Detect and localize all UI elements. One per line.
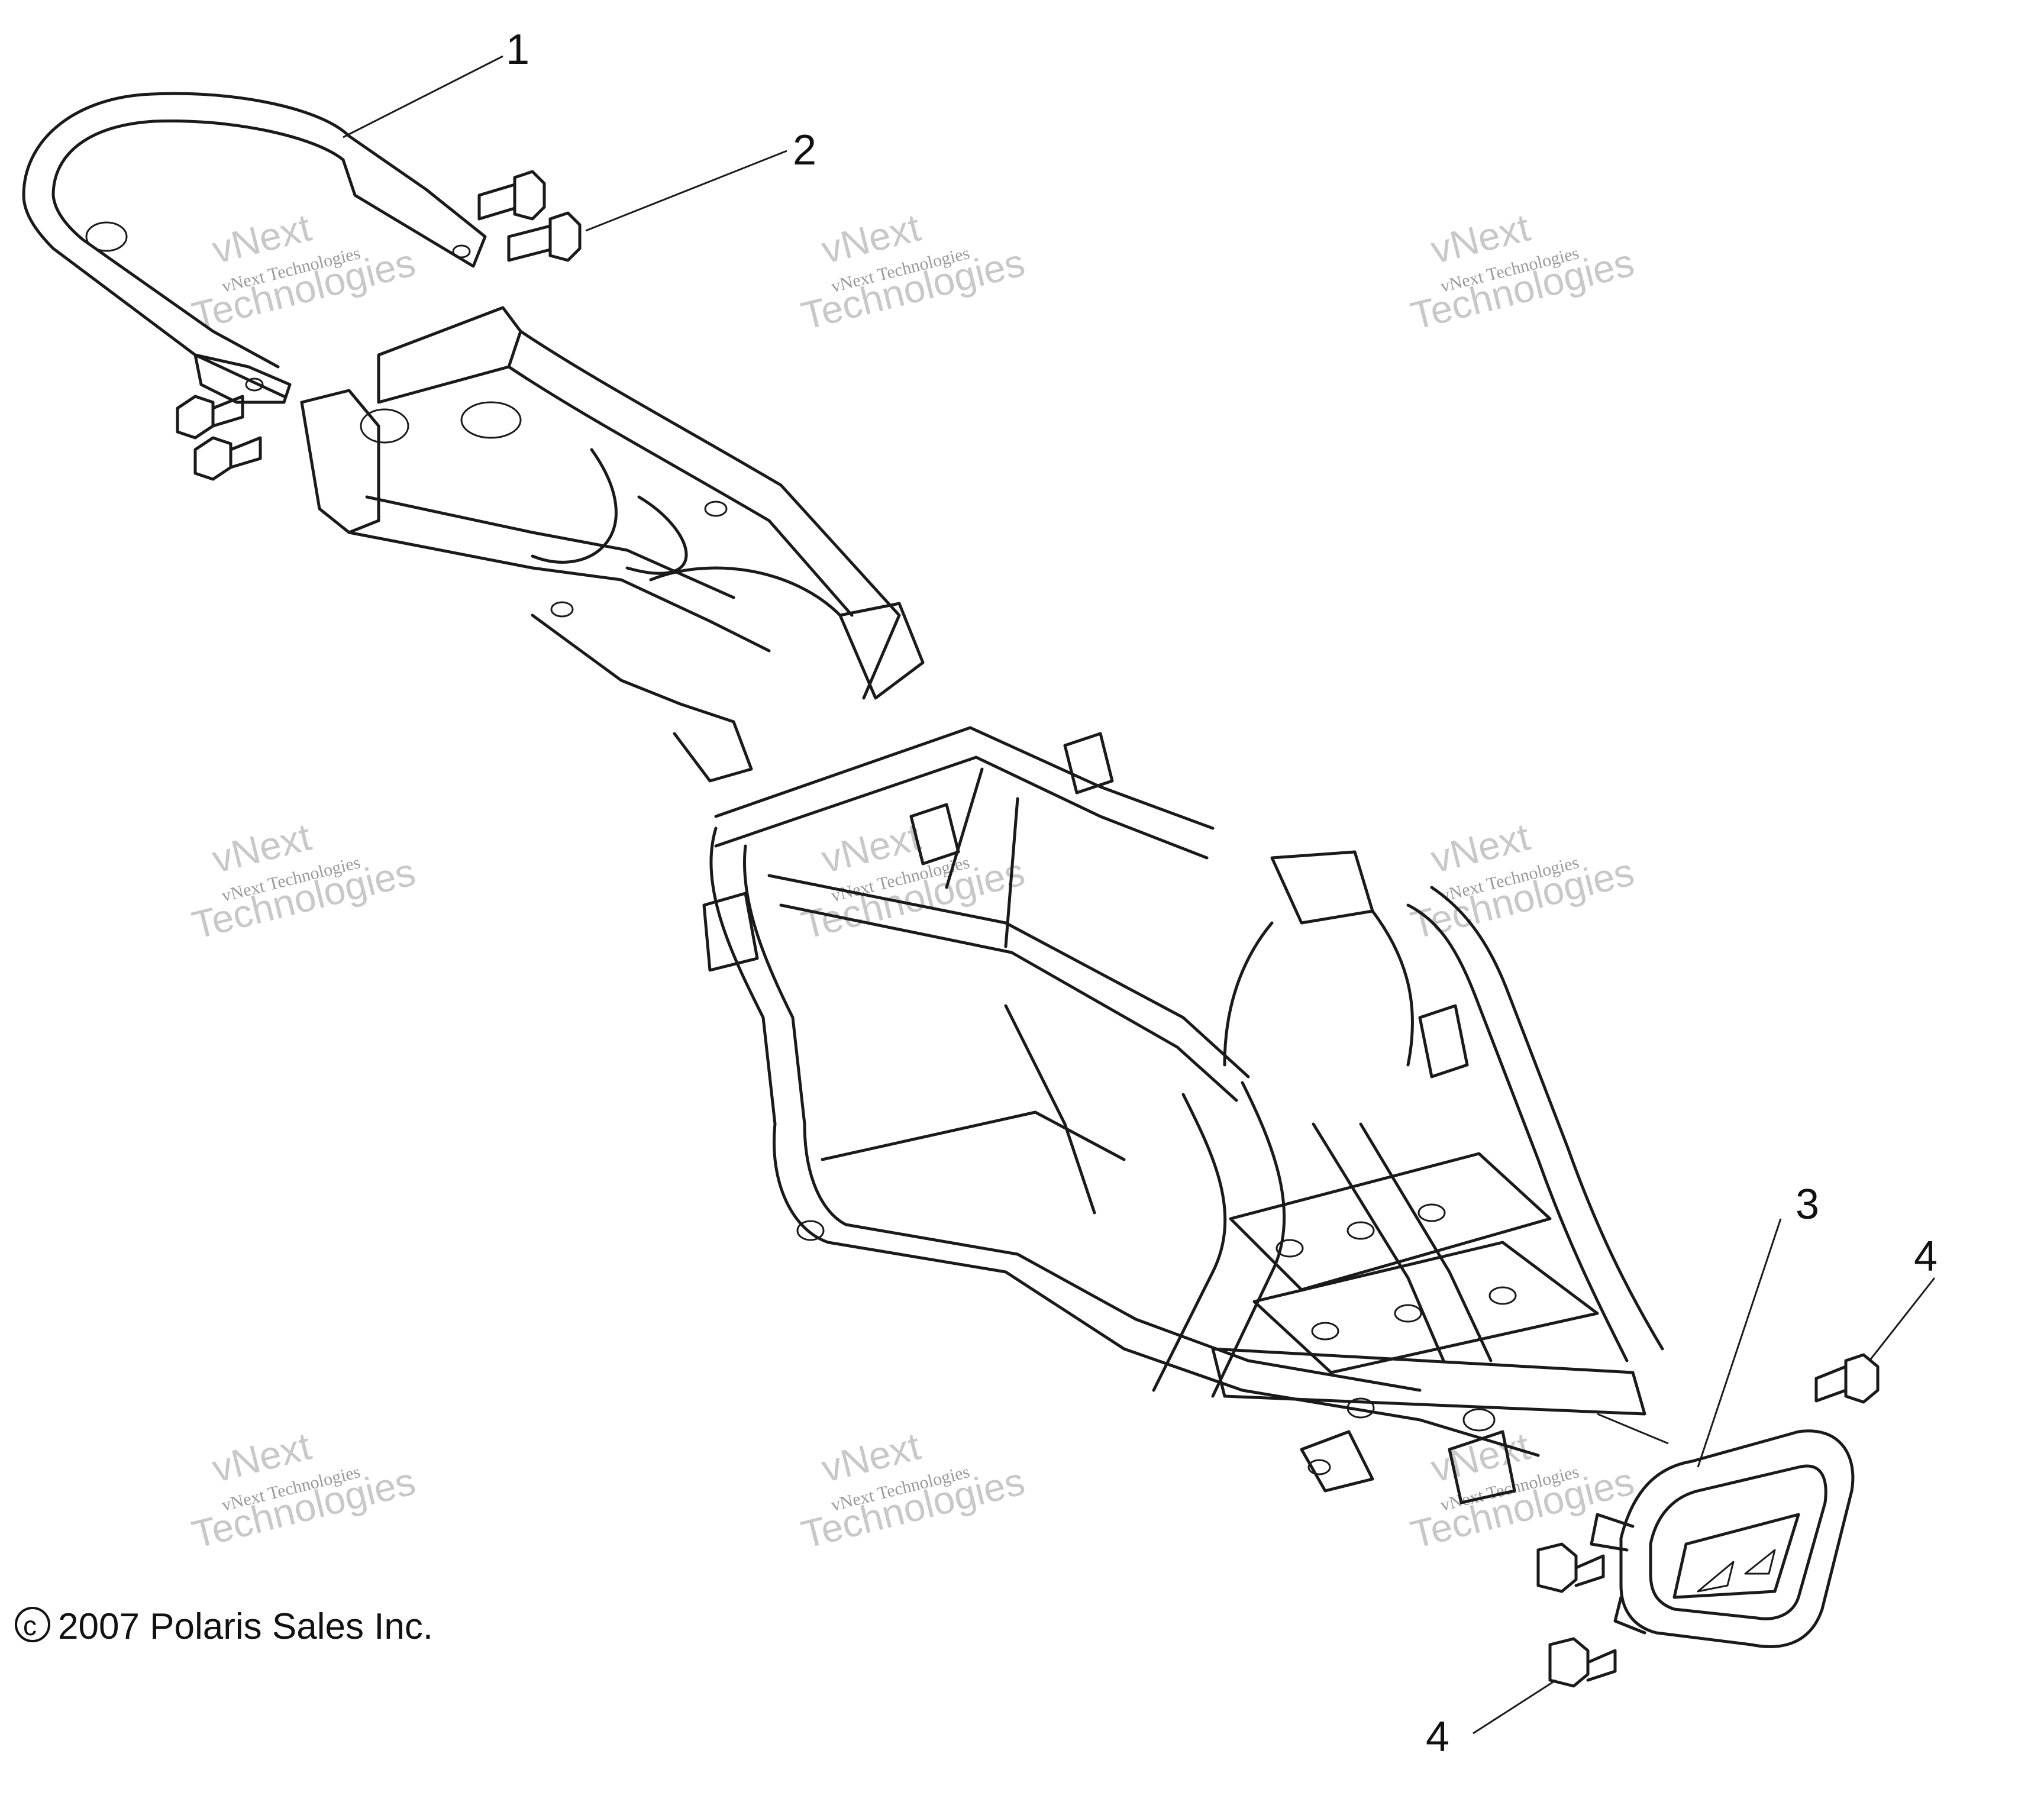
watermark-layer: vNext vNext Technologies Technologies vN… bbox=[188, 205, 1638, 1557]
copyright: c 2007 Polaris Sales Inc. bbox=[15, 1606, 433, 1647]
watermark: vNext vNext Technologies Technologies bbox=[797, 1424, 1029, 1557]
callout-4a: 4 bbox=[1914, 1233, 1938, 1280]
callout-3: 3 bbox=[1796, 1181, 1819, 1228]
watermark: vNext vNext Technologies Technologies bbox=[797, 815, 1029, 947]
leader-1 bbox=[343, 55, 503, 138]
bolt-upper-right bbox=[1814, 1353, 1880, 1404]
leader-lines bbox=[343, 55, 1936, 1735]
part-front-bumper bbox=[1590, 1429, 1855, 1648]
watermark: vNext vNext Technologies Technologies bbox=[797, 205, 1029, 338]
part-bolts-4 bbox=[1536, 1353, 1880, 1688]
watermark: vNext vNext Technologies Technologies bbox=[188, 205, 419, 338]
leader-4a bbox=[1868, 1277, 1936, 1361]
part-main-frame bbox=[702, 726, 1664, 1504]
leader-4b bbox=[1473, 1679, 1557, 1735]
callout-2: 2 bbox=[793, 127, 816, 174]
watermark: vNext vNext Technologies Technologies bbox=[1406, 815, 1638, 947]
watermark: vNext vNext Technologies Technologies bbox=[1406, 205, 1638, 338]
leader-3 bbox=[1697, 1218, 1782, 1468]
part-bolts-top bbox=[477, 170, 582, 262]
watermark: vNext vNext Technologies Technologies bbox=[1406, 1424, 1638, 1557]
part-rear-grab-bar bbox=[22, 92, 487, 404]
callout-1: 1 bbox=[506, 26, 529, 73]
callout-4b: 4 bbox=[1426, 1713, 1449, 1761]
watermark: vNext vNext Technologies Technologies bbox=[188, 1424, 419, 1557]
copyright-symbol-circle bbox=[15, 1607, 50, 1642]
bolt-lower bbox=[1548, 1637, 1617, 1688]
leader-2 bbox=[585, 150, 787, 232]
copyright-text: 2007 Polaris Sales Inc. bbox=[58, 1606, 433, 1647]
part-rear-subframe bbox=[300, 306, 925, 783]
leader-3b bbox=[1597, 1413, 1669, 1445]
bolt-lower-center bbox=[1536, 1542, 1605, 1593]
watermark: vNext vNext Technologies Technologies bbox=[188, 815, 419, 947]
part-bolts-left bbox=[176, 395, 262, 481]
copyright-symbol: c bbox=[23, 1610, 37, 1641]
